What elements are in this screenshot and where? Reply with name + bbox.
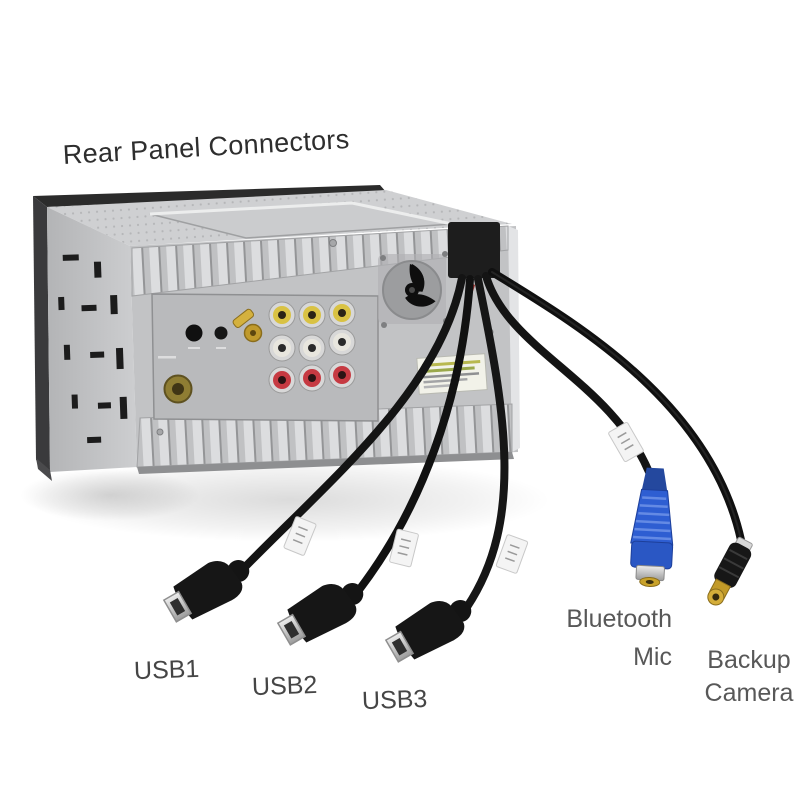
cable-tag (495, 534, 529, 574)
label-backup-camera-line1: Backup (707, 646, 791, 674)
rca-row-red (268, 361, 356, 394)
usb1-connector (158, 545, 260, 631)
rca-jack-white (268, 334, 296, 362)
cable-sheen (491, 271, 742, 541)
wiring-harness-block (448, 222, 500, 278)
radio-antenna-socket (158, 356, 193, 404)
top-cooling-fins (131, 225, 509, 297)
front-top-edge (33, 185, 386, 207)
top-stamped-highlight (149, 201, 453, 226)
rca-jack-yellow (298, 301, 326, 329)
rca-jack-white (298, 334, 326, 362)
rca-jack-white (328, 328, 356, 356)
rca-jack-red (328, 361, 356, 389)
front-left-edge (33, 196, 50, 472)
label-backup-camera-line2: Camera (704, 679, 794, 707)
panel-hole-2 (214, 326, 228, 340)
cable-tags (283, 422, 644, 574)
rca-row-white (268, 328, 356, 362)
cooling-fan (378, 251, 449, 328)
rca-jack-grid (268, 299, 356, 394)
label-bluetooth-mic-line1: Bluetooth (566, 605, 672, 633)
ground-shadow-left (20, 469, 200, 521)
rca-jack-red (298, 364, 326, 392)
label-bluetooth-mic: Bluetooth Mic (520, 600, 672, 676)
cable-tag-mic (608, 422, 644, 462)
label-usb1: USB1 (133, 654, 200, 686)
rca-jack-red (268, 366, 296, 394)
usb2-connector (272, 568, 374, 654)
backup-camera-cable (488, 268, 745, 544)
panel-marking-2 (216, 347, 226, 349)
label-usb3: USB3 (361, 684, 428, 716)
head-unit-chassis (33, 185, 520, 481)
label-backup-camera: Backup Camera (700, 644, 798, 710)
label-usb2: USB2 (251, 670, 318, 702)
cable-tag (389, 528, 419, 568)
bottom-edge-line (137, 452, 514, 474)
recessed-connector-panel (151, 293, 379, 422)
rca-jack-yellow (268, 301, 296, 329)
rca-jack-yellow (328, 299, 356, 327)
label-bluetooth-mic-line2: Mic (633, 643, 672, 671)
panel-hole-1 (185, 324, 203, 342)
side-panel-slots (58, 254, 128, 444)
backup-camera-connector (707, 536, 753, 606)
rca-row-yellow (268, 299, 356, 329)
front-bottom-corner (36, 458, 52, 481)
usb3-cable (463, 275, 509, 611)
left-side-panel (47, 207, 137, 472)
panel-marking-1 (188, 347, 200, 349)
usb3-connector (380, 585, 482, 671)
bluetooth-mic-connector (630, 467, 674, 587)
usb1-cable (241, 274, 466, 571)
cable-tag (283, 516, 317, 556)
usb2-cable (355, 275, 474, 594)
sma-antenna-connector (232, 308, 263, 343)
fan-screws (380, 251, 449, 328)
